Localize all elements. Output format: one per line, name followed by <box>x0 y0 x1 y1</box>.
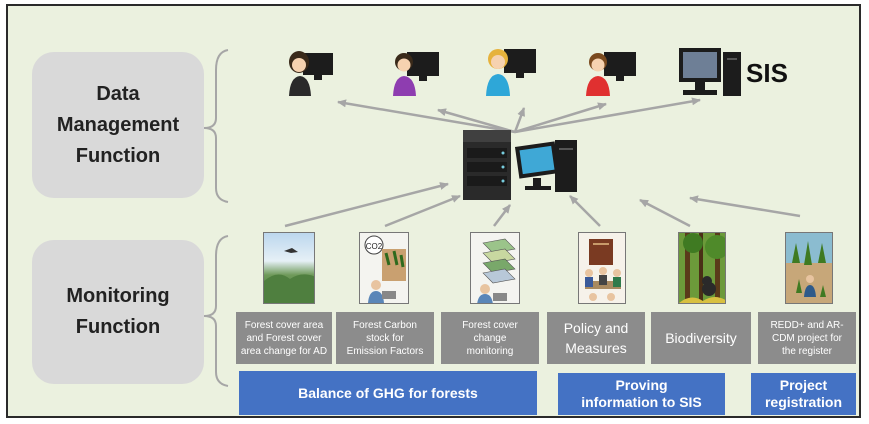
user-with-monitor-icon <box>393 52 439 96</box>
sis-label: SIS <box>746 58 788 88</box>
caption-forest-carbon-stock: Forest Carbon stock for Emission Factors <box>336 312 434 364</box>
forest-landscape-image <box>263 232 315 304</box>
redd-project-image <box>785 232 833 304</box>
co2-label: CO2 <box>366 242 383 251</box>
arrow-to-sis <box>514 97 701 134</box>
arrow-from-thumb-4 <box>569 195 601 227</box>
caption-redd-project: REDD+ and AR- CDM project for the regist… <box>758 312 856 364</box>
computer-icon <box>679 48 741 96</box>
group-proving-information: Proving information to SIS <box>558 373 725 415</box>
arrow-to-user-4 <box>514 102 607 134</box>
group-project-registration: Project registration <box>751 373 856 415</box>
forest-change-monitoring-image <box>470 232 520 304</box>
arrow-to-user-1 <box>337 99 516 134</box>
server-computer-icon <box>463 130 577 200</box>
user-with-monitor-icon <box>586 52 636 96</box>
arrow-from-thumb-1 <box>284 182 449 228</box>
bracket-monitoring <box>203 235 229 387</box>
user-with-monitor-icon <box>289 51 333 96</box>
caption-forest-cover-change: Forest cover change monitoring <box>441 312 539 364</box>
bracket-data-management <box>203 49 229 203</box>
carbon-stock-image: CO2 <box>359 232 409 304</box>
arrow-to-user-2 <box>437 108 516 134</box>
arrow-from-thumb-5 <box>639 198 691 228</box>
data-management-function-label: Data Management Function <box>32 52 204 198</box>
caption-forest-cover-area: Forest cover area and Forest cover area … <box>236 312 332 364</box>
arrow-from-thumb-6 <box>689 195 801 218</box>
arrow-to-user-3 <box>513 107 526 133</box>
group-balance-of-ghg: Balance of GHG for forests <box>239 371 537 415</box>
caption-policy-and-measures: Policy and Measures <box>547 312 645 364</box>
arrow-from-thumb-3 <box>493 204 511 227</box>
arrow-from-thumb-2 <box>384 194 461 228</box>
policy-meeting-image <box>578 232 626 304</box>
biodiversity-image <box>678 232 726 304</box>
caption-biodiversity: Biodiversity <box>651 312 751 364</box>
monitoring-function-label: Monitoring Function <box>32 240 204 384</box>
user-with-monitor-icon <box>486 49 536 96</box>
